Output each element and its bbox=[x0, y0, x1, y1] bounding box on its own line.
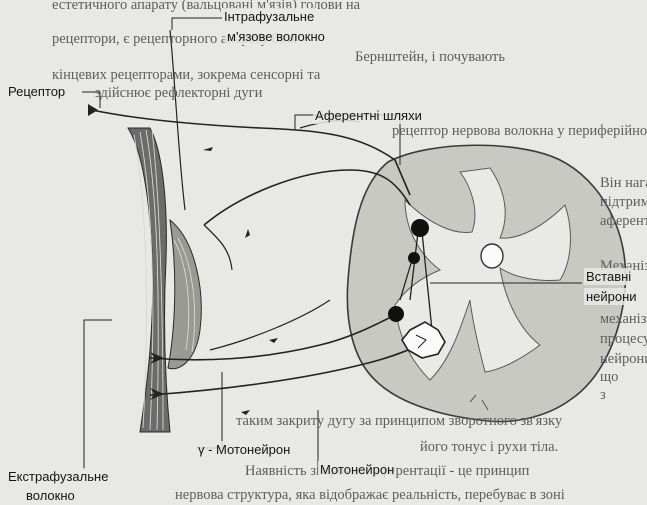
muscle bbox=[128, 128, 201, 432]
background-text-line: нейрони bbox=[600, 350, 647, 369]
label-intrafusal-line1: Інтрафузальне bbox=[222, 8, 316, 25]
background-text-line: аферентні bbox=[600, 212, 647, 231]
receptor-icon bbox=[88, 104, 98, 116]
background-text-line: рецептори, є рецепторного апарату біля bbox=[52, 30, 647, 49]
label-afferent-paths: Аферентні шляхи bbox=[313, 107, 424, 124]
label-interneurons-line1: Вставні bbox=[584, 268, 633, 285]
background-text-line: з bbox=[600, 386, 647, 405]
background-text-line: нервова структура, яка відображає реальн… bbox=[175, 486, 647, 505]
label-interneurons-line2: нейрони bbox=[584, 288, 639, 305]
background-text-line: таким закриту дугу за принципом зворотно… bbox=[236, 412, 647, 431]
background-text-line: Бернштейн, і почувають bbox=[355, 48, 645, 67]
background-text-line: процесу bbox=[600, 330, 647, 349]
label-intrafusal-line2: м'язове волокно bbox=[225, 28, 327, 45]
label-gamma-motoneuron: γ - Мотонейрон bbox=[196, 441, 292, 458]
interneuron-3 bbox=[388, 306, 404, 322]
interneuron-2 bbox=[408, 252, 420, 264]
background-text-line: механізм bbox=[600, 310, 647, 329]
label-motoneuron: Мотонейрон bbox=[318, 461, 396, 478]
direction-arrows bbox=[150, 147, 278, 415]
background-text-line: Він нагадує, що зворотній зв'язок, на bbox=[600, 174, 647, 193]
background-text-line: здійснює рефлекторні дуги bbox=[95, 84, 645, 103]
background-text-line: кінцевих рецепторами, зокрема сенсорні т… bbox=[52, 66, 647, 85]
label-extrafusal-line2: волокно bbox=[24, 487, 77, 504]
background-text-line: естетичного апарату (вальцовані м'язів) … bbox=[52, 0, 647, 15]
background-text-line: його тонус і рухи тіла. bbox=[420, 438, 647, 457]
interneuron-1 bbox=[411, 219, 429, 237]
label-extrafusal-line1: Екстрафузальне bbox=[6, 468, 110, 485]
label-receptor: Рецептор bbox=[6, 83, 67, 100]
background-text-line: що bbox=[600, 368, 647, 387]
background-text-line: рецептор нервова волокна у периферійного bbox=[392, 122, 647, 141]
central-canal bbox=[481, 244, 503, 268]
background-text-line: Наявність зворотної аферентації - це при… bbox=[245, 462, 647, 481]
background-text-line: підтримує функцію (синергії), рефлекторн… bbox=[600, 193, 647, 212]
